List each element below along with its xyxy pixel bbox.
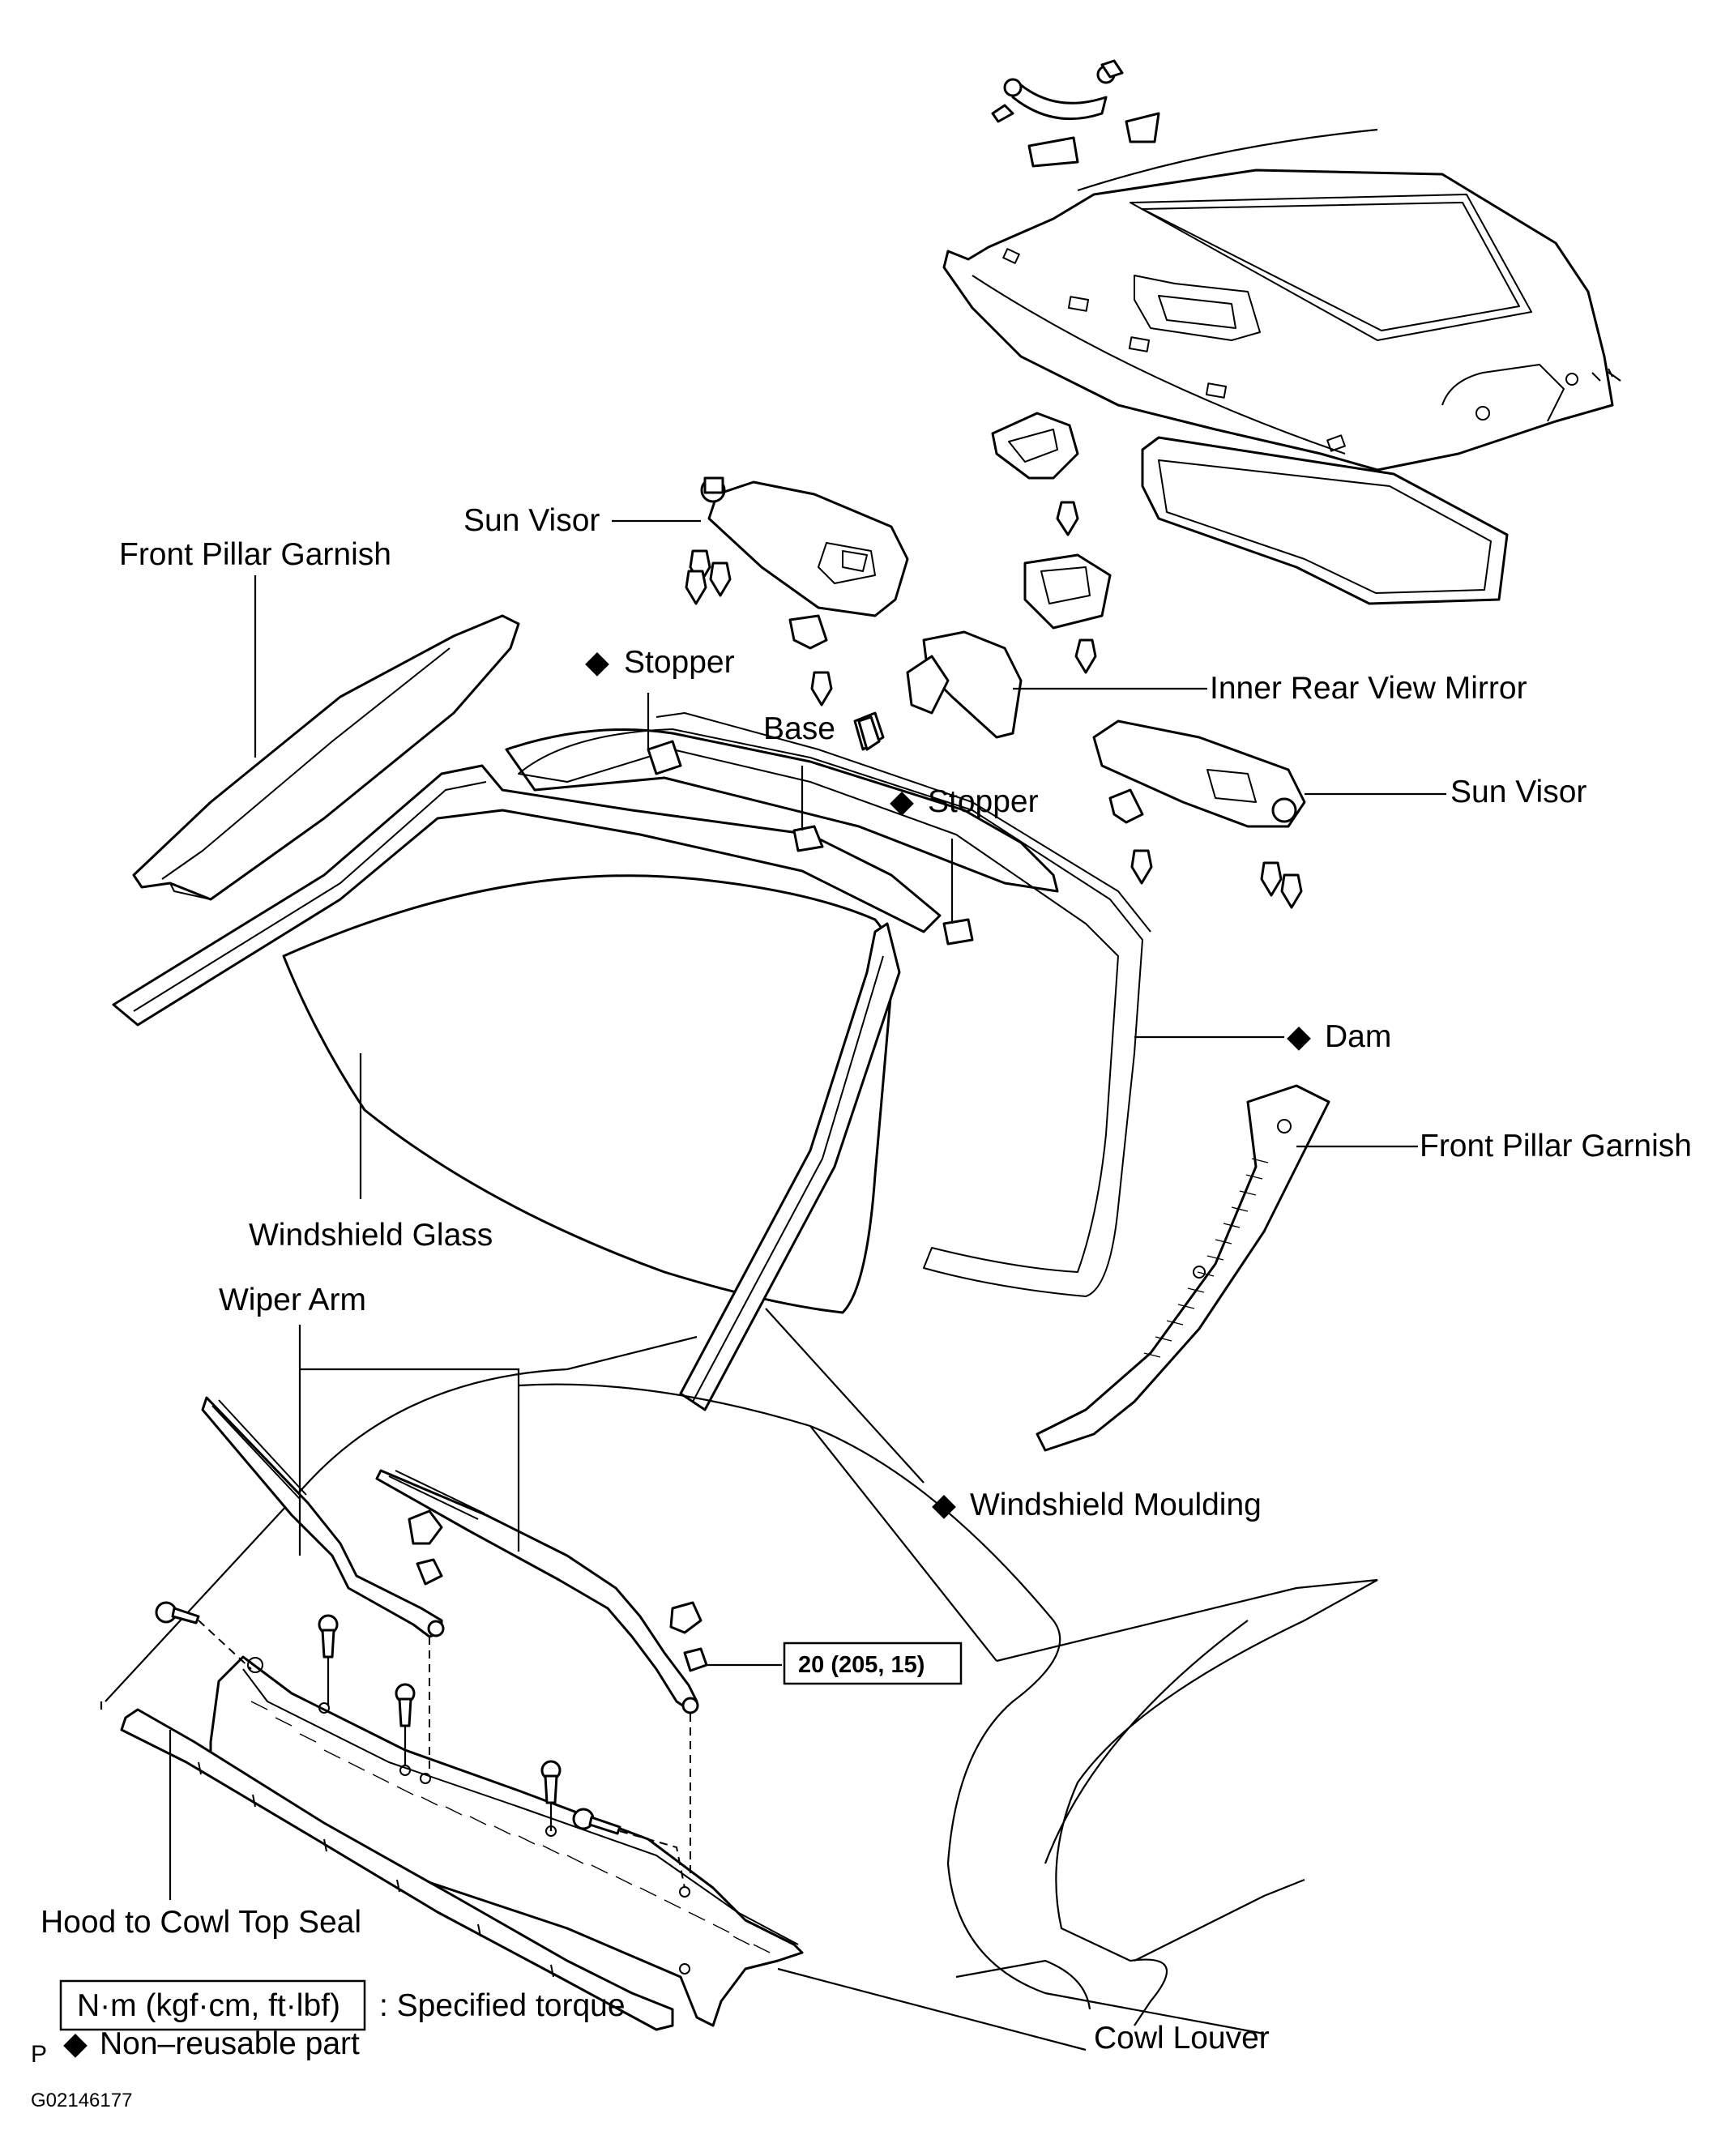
dam-seal (505, 712, 1151, 1297)
wiper-arm-right (375, 1469, 699, 1714)
hood-to-cowl-top-seal (120, 1708, 674, 2031)
front-pillar-garnish-left (132, 614, 520, 901)
label-sun-visor-right: Sun Visor (1450, 775, 1586, 809)
label-front-pillar-garnish-left: Front Pillar Garnish (119, 537, 391, 572)
label-inner-rear-view-mirror: Inner Rear View Mirror (1210, 671, 1527, 706)
cowl-screws (155, 1601, 691, 1889)
legend: N·m (kgf·cm, ft·lbf) : Specified torque … (31, 1979, 626, 2068)
label-hood-to-cowl-top-seal: Hood to Cowl Top Seal (41, 1905, 361, 1940)
diamond-icon: ◆ (890, 784, 914, 819)
sun-visor-right (1092, 719, 1306, 909)
wiper-caps-nuts (408, 1509, 708, 1672)
torque-value-box (783, 1642, 963, 1685)
sun-visor-left (685, 476, 909, 707)
label-sun-visor-left: Sun Visor (463, 503, 600, 538)
label-wiper-arm: Wiper Arm (219, 1283, 366, 1317)
legend-torque-unit-box (59, 1979, 366, 2031)
cowl-louver (209, 1655, 804, 2027)
legend-non-reusable-text: Non–reusable part (100, 2026, 360, 2061)
wiper-arm-left (201, 1396, 445, 1638)
mirror-mount-parts (991, 412, 1112, 674)
base-pad-icon (857, 715, 881, 751)
diamond-icon: ◆ (585, 645, 609, 680)
screw-icon (318, 1614, 339, 1659)
screw-icon (1056, 501, 1097, 674)
label-dam: Dam (1325, 1019, 1391, 1054)
screw-icon (155, 1601, 200, 1624)
legend-torque-unit: N·m (kgf·cm, ft·lbf) (77, 1988, 340, 2023)
torque-value: 20 (205, 15) (798, 1652, 925, 1678)
windshield-moulding-upper (112, 764, 942, 1027)
legend-torque-text: : Specified torque (379, 1988, 626, 2023)
wiper-arm-bracket (298, 1325, 520, 1556)
label-windshield-moulding: Windshield Moulding (970, 1488, 1262, 1522)
label-base: Base (763, 711, 835, 746)
vehicle-body-outline (100, 1335, 1378, 2035)
label-stopper-left: Stopper (624, 645, 735, 680)
label-cowl-louver: Cowl Louver (1094, 2021, 1270, 2056)
diamond-icon: ◆ (63, 2026, 88, 2061)
label-front-pillar-garnish-right: Front Pillar Garnish (1420, 1129, 1692, 1163)
windshield-glass (282, 874, 895, 1314)
screw-icon (395, 1683, 416, 1727)
screw-icon (540, 1760, 562, 1804)
windshield-moulding-side (679, 922, 901, 1411)
diamond-icon: ◆ (1287, 1019, 1311, 1054)
front-pillar-garnish-right (1036, 1084, 1330, 1452)
inner-rear-view-mirror (853, 630, 1023, 751)
figure-code: G02146177 (31, 2090, 132, 2111)
leader-lines (169, 519, 1446, 2051)
page-marker: P (31, 2041, 47, 2068)
label-windshield-glass: Windshield Glass (249, 1218, 493, 1253)
diamond-icon: ◆ (932, 1488, 956, 1522)
roof-headliner (942, 59, 1621, 605)
screw-icon (572, 1808, 621, 1835)
label-stopper-right: Stopper (928, 784, 1039, 819)
